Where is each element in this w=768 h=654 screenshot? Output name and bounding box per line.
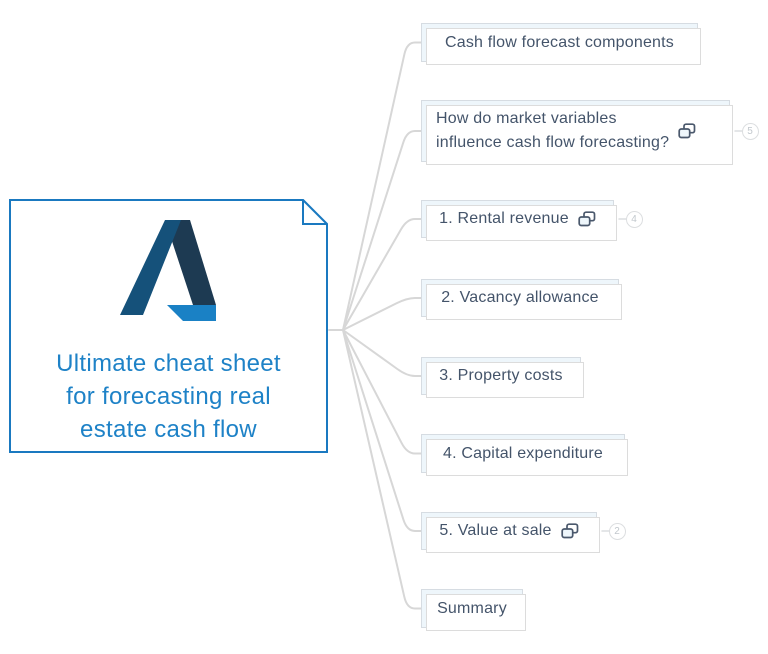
branch-connector — [342, 329, 422, 610]
topic-node-7[interactable]: 5. Value at sale — [421, 512, 600, 553]
topic-label: 1. Rental revenue — [439, 210, 569, 227]
topic-label: 3. Property costs — [439, 367, 563, 384]
copy-icon[interactable] — [678, 122, 696, 140]
topic-label: Summary — [437, 599, 507, 617]
folded-corner-icon — [302, 199, 328, 225]
branch-connector — [342, 297, 422, 331]
collapsed-count-badge[interactable]: 2 — [608, 522, 626, 540]
topic-label: 4. Capital expenditure — [442, 444, 604, 462]
central-topic-title: Ultimate cheat sheet for forecasting rea… — [56, 350, 281, 443]
topic-label: Cash flow forecast components — [444, 33, 675, 51]
copy-icon[interactable] — [578, 210, 596, 228]
branch-connector — [342, 130, 422, 331]
branch-connector — [342, 41, 422, 331]
topic-node-4[interactable]: 2. Vacancy allowance — [421, 279, 622, 320]
topic-node-2[interactable]: How do market variables influence cash f… — [421, 100, 733, 165]
company-logo — [119, 220, 216, 321]
branch-connector — [342, 329, 422, 455]
copy-icon[interactable] — [561, 522, 579, 540]
page-outline — [9, 199, 328, 453]
central-topic-node[interactable]: Ultimate cheat sheet for forecasting rea… — [9, 199, 328, 453]
topic-node-8[interactable]: Summary — [421, 589, 526, 631]
branch-connector — [342, 329, 422, 377]
topic-label: 2. Vacancy allowance — [441, 289, 599, 306]
branch-connector — [342, 329, 422, 532]
topic-label: How do market variables influence cash f… — [436, 110, 670, 151]
topic-node-5[interactable]: 3. Property costs — [421, 357, 584, 398]
topic-node-1[interactable]: Cash flow forecast components — [421, 23, 701, 65]
topic-node-6[interactable]: 4. Capital expenditure — [421, 434, 628, 476]
collapsed-count-badge[interactable]: 4 — [625, 210, 643, 228]
collapsed-count-badge[interactable]: 5 — [741, 122, 759, 140]
topic-label: 5. Value at sale — [439, 522, 552, 539]
branch-connector — [342, 218, 422, 331]
topic-node-3[interactable]: 1. Rental revenue — [421, 200, 617, 241]
